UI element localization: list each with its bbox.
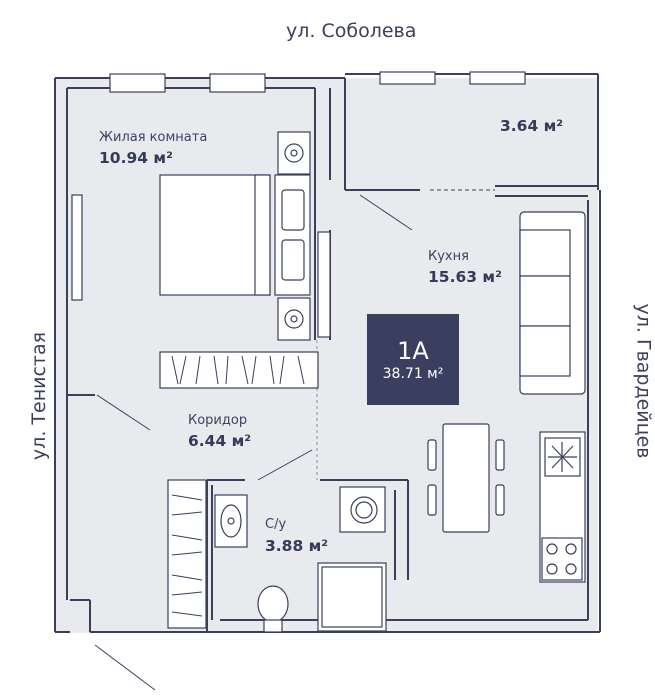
- street-left-label: ул. Тенистая: [28, 331, 51, 461]
- apartment-total-area: 38.71 м²: [382, 365, 444, 382]
- bed: [159, 131, 331, 341]
- kitchen-name: Кухня: [428, 249, 469, 264]
- kitchen-counter: [539, 431, 586, 583]
- corridor-area: 6.44 м²: [188, 432, 252, 450]
- living-room-area: 10.94 м²: [99, 149, 173, 167]
- bathroom-name: С/у: [265, 517, 287, 532]
- wardrobe: [159, 351, 319, 629]
- balcony-area: 3.64 м²: [500, 117, 564, 135]
- dining-table: [427, 423, 505, 533]
- kitchen-area: 15.63 м²: [428, 268, 502, 286]
- street-top-label: ул. Соболева: [286, 20, 417, 42]
- windows: [71, 71, 526, 301]
- bathroom-fixtures: [214, 486, 387, 633]
- corridor-name: Коридор: [188, 413, 248, 428]
- door-swings: [94, 189, 495, 691]
- sofa: [519, 211, 586, 395]
- apartment-badge: 1А 38.71 м²: [367, 314, 459, 405]
- bathroom-area: 3.88 м²: [265, 537, 329, 555]
- apartment-badge-bg: [367, 314, 459, 405]
- wardrobe-hangers: [171, 355, 305, 617]
- corner-walls: [55, 599, 91, 633]
- street-right-label: ул. Гвардейцев: [632, 303, 655, 459]
- apartment-type: 1А: [397, 336, 429, 365]
- living-room-name: Жилая комната: [99, 130, 208, 145]
